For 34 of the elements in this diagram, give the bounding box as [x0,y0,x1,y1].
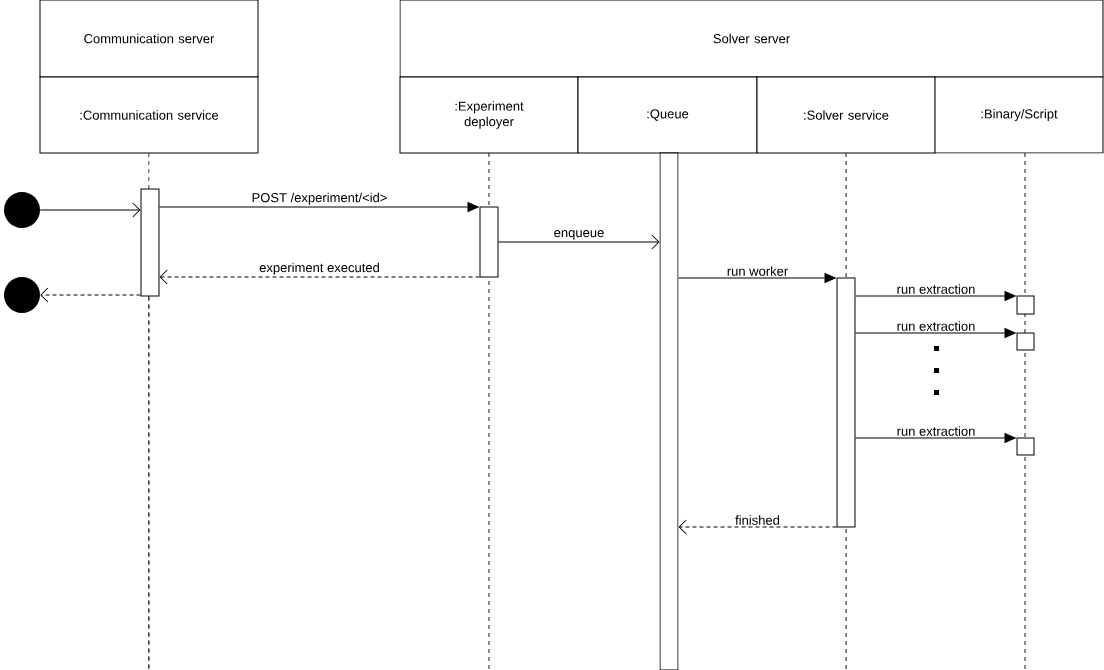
message-label: run extraction [897,321,975,331]
message-arrow [678,519,837,535]
message-arrow [498,234,660,250]
execution-box [1016,437,1035,456]
activation-bar [836,277,856,528]
activation-bar [479,206,499,278]
lifeline-head: :Binary/Script [934,76,1104,154]
lifeline-head: :Experiment deployer [399,76,579,154]
message-arrow [855,328,1016,338]
end-point [4,277,40,313]
message-arrow [39,202,141,218]
message-arrow [40,287,141,303]
message-label: experiment executed [259,262,379,275]
lifeline-head: :Communication service [39,76,259,154]
message-arrow [159,202,479,212]
execution-box [1016,332,1035,351]
message-label: run extraction [897,426,975,436]
message-label: POST /experiment/<id> [252,192,387,205]
message-label: enqueue [554,230,604,240]
message-arrow [678,273,836,283]
message-arrow [855,433,1016,443]
activation-bar [140,188,160,297]
message-label: run worker [727,266,788,276]
message-arrow [855,291,1016,301]
lifeline-head: :Queue [577,76,758,154]
server-box: Communication server [39,0,259,78]
activation-bar [659,152,679,670]
execution-box [1016,295,1035,315]
lifeline-head: :Solver service [756,76,936,154]
server-box: Solver server [399,0,1104,78]
message-label: run extraction [897,284,975,294]
end-point [4,192,40,228]
message-arrow [159,269,480,285]
message-label: finished [735,515,780,525]
